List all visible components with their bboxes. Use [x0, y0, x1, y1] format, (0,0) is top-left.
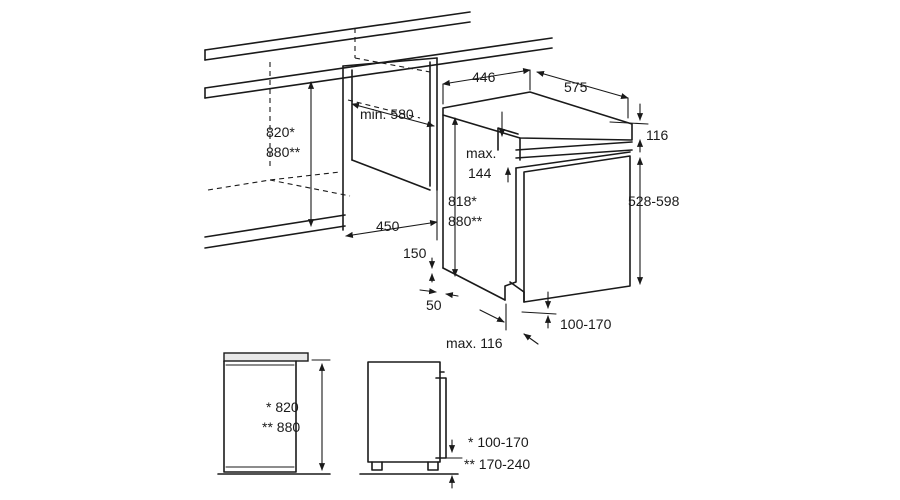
- bottom-cabinet: [217, 352, 331, 475]
- max-116-label: max. 116: [446, 335, 503, 351]
- bottom-height-label-1: * 820: [266, 399, 299, 415]
- cabinet-height-label-1: 820*: [266, 124, 295, 140]
- depth-575-label: 575: [564, 79, 588, 95]
- dim-150-label: 150: [403, 245, 427, 261]
- bottom-plinth-label-2: ** 170-240: [464, 456, 530, 472]
- min-depth-label: min. 580: [360, 106, 414, 122]
- dim-528-label: 528-598: [628, 193, 680, 209]
- cabinet-height-label-2: 880**: [266, 144, 301, 160]
- dim-116-label: 116: [646, 127, 669, 143]
- dimension-lines-top: [307, 68, 649, 345]
- width-446-label: 446: [472, 69, 496, 85]
- height-818-label-1: 818*: [448, 193, 477, 209]
- bottom-height-label-2: ** 880: [262, 419, 300, 435]
- side-panel: [342, 57, 438, 231]
- dim-100-170-label: 100-170: [560, 316, 612, 332]
- countertop: [204, 11, 553, 249]
- height-818-label-2: 880**: [448, 213, 483, 229]
- bottom-dishwasher: [359, 361, 463, 489]
- dim-50-label: 50: [426, 297, 442, 313]
- depth-450-label: 450: [376, 218, 400, 234]
- max-144-label-2: 144: [468, 165, 492, 181]
- max-144-label-1: max.: [466, 145, 496, 161]
- bottom-plinth-label-1: * 100-170: [468, 434, 529, 450]
